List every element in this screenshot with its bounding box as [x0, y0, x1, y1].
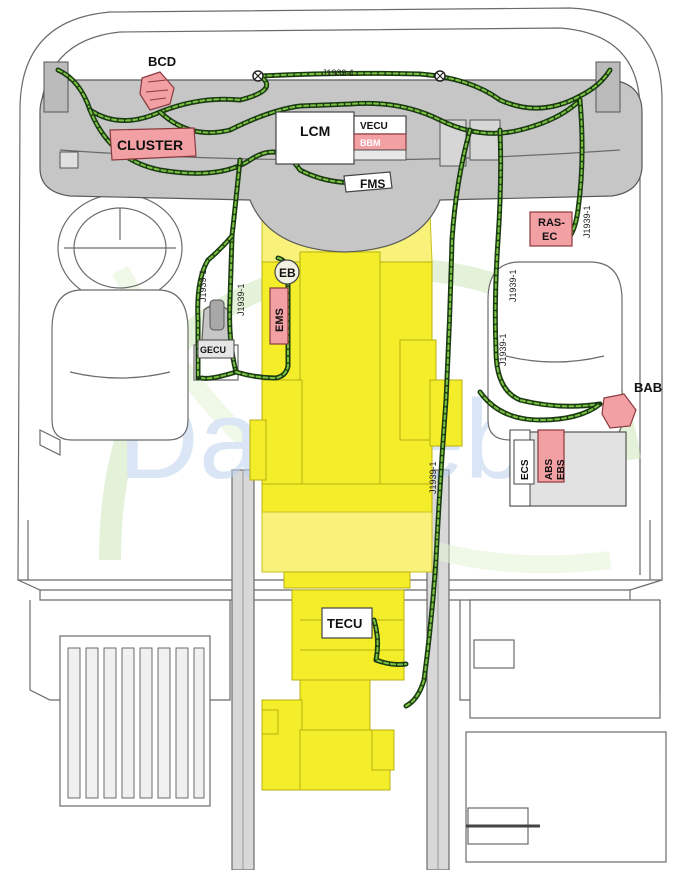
bus-labels: J1939-1 J1939-1 J1939-1 J1939-1 J1939-1 … [198, 68, 592, 494]
bus-label-top: J1939-1 [322, 68, 355, 78]
bcd-label: BCD [148, 54, 176, 69]
bbm-label: BBM [360, 138, 381, 148]
gecu-label: GECU [200, 345, 226, 355]
module-eb[interactable]: EB [274, 259, 300, 285]
module-gecu[interactable]: GECU [197, 339, 235, 359]
wiring-harness [55, 67, 613, 709]
module-bbm[interactable]: BBM [353, 133, 407, 161]
vecu-label: VECU [360, 121, 388, 132]
bus-terminators [252, 70, 446, 82]
tecu-label: TECU [327, 616, 362, 631]
cluster-label: CLUSTER [117, 137, 183, 153]
fms-label: FMS [360, 177, 385, 191]
ras-ec-label: RAS-EC [538, 217, 565, 243]
module-cluster[interactable]: CLUSTER [109, 127, 197, 161]
module-abs-ebs[interactable]: ABSEBS [537, 429, 567, 483]
ecs-label: ECS [520, 459, 531, 480]
battery-box-rear [465, 599, 667, 863]
bus-label-right-upper: J1939-1 [508, 269, 518, 302]
eb-label: EB [279, 266, 296, 280]
module-bcd[interactable]: BCD [139, 54, 176, 111]
powertrain [249, 211, 463, 791]
module-ras-ec[interactable]: RAS-EC [529, 211, 573, 247]
module-vecu[interactable]: VECU [353, 115, 407, 135]
module-bab[interactable]: BAB [601, 380, 662, 429]
abs-ebs-label: ABSEBS [544, 459, 567, 480]
module-fms[interactable]: FMS [343, 171, 393, 193]
module-ecs[interactable]: ECS [513, 439, 535, 485]
bus-label-right-mid: J1939-1 [498, 333, 508, 366]
ems-label: EMS [274, 308, 286, 332]
module-lcm[interactable]: LCM [275, 111, 355, 165]
bus-label-left-a: J1939-1 [198, 269, 208, 302]
module-ems[interactable]: EMS [269, 287, 289, 345]
bus-label-left-b: J1939-1 [236, 283, 246, 316]
bab-label: BAB [634, 380, 662, 395]
bus-label-ras: J1939-1 [582, 205, 592, 238]
module-tecu[interactable]: TECU [321, 607, 373, 639]
fuel-tank [59, 635, 211, 807]
lcm-label: LCM [300, 123, 330, 139]
bus-label-center-low: J1939-1 [428, 461, 438, 494]
